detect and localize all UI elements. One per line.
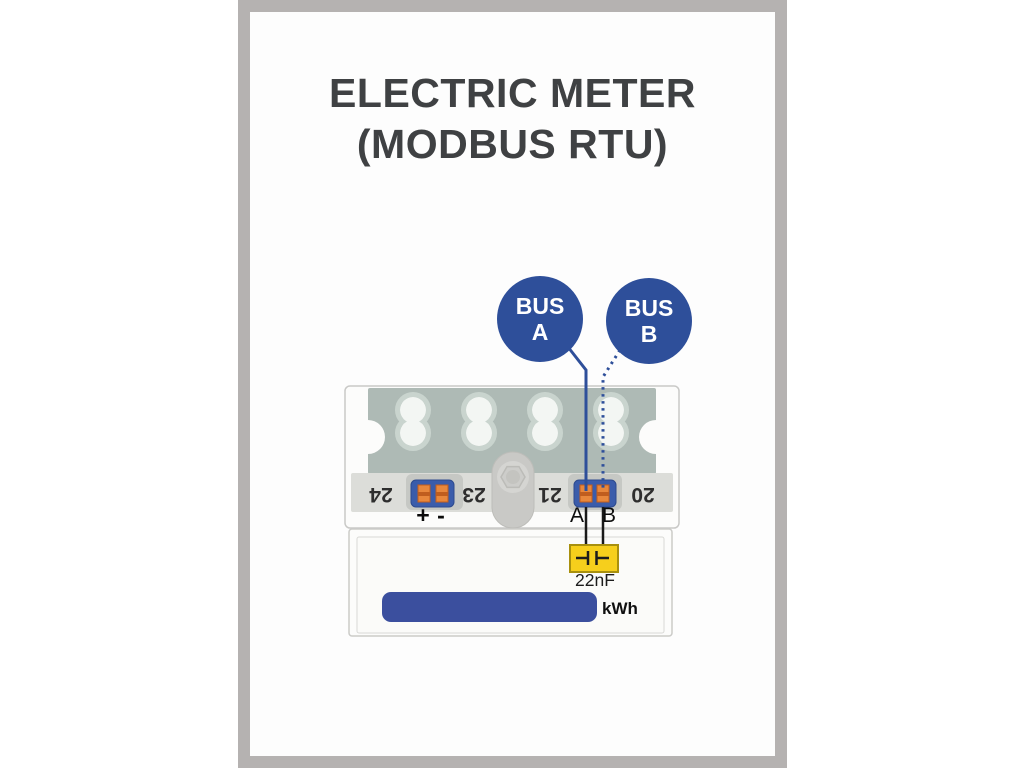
title-line-2: (MODBUS RTU) bbox=[356, 121, 669, 168]
bus-a-label-word: BUS bbox=[515, 292, 565, 319]
bus-b-label-word: BUS bbox=[624, 294, 674, 321]
terminal-panel bbox=[368, 388, 656, 474]
poster-card bbox=[238, 0, 787, 768]
capacitor-value-label: 22nF bbox=[575, 570, 615, 590]
screw-holes bbox=[400, 397, 624, 446]
bus-a-lead-line bbox=[566, 346, 588, 491]
bus-terminal-contacts bbox=[579, 484, 610, 503]
capacitor-symbol-icon bbox=[576, 551, 609, 565]
power-terminal-contacts bbox=[417, 484, 449, 503]
terminal-number-20: 20 bbox=[631, 483, 655, 506]
energy-unit-label: kWh bbox=[602, 599, 638, 618]
bus-b-badge: BUS B bbox=[606, 278, 692, 364]
capacitor-body bbox=[569, 544, 619, 573]
panel-notch-left bbox=[351, 420, 385, 454]
kwh-display-bar bbox=[382, 592, 597, 622]
page-title: ELECTRIC METER (MODBUS RTU) bbox=[250, 68, 775, 171]
bus-a-badge: BUS A bbox=[497, 276, 583, 362]
center-screw-core bbox=[506, 470, 520, 484]
rs485-a-label: A bbox=[569, 504, 584, 527]
title-line-1: ELECTRIC METER bbox=[329, 70, 696, 116]
rs485-b-label: B bbox=[601, 504, 616, 527]
bus-b-label-letter: B bbox=[640, 321, 658, 347]
polarity-minus-label: - bbox=[437, 502, 445, 528]
polarity-plus-label: + bbox=[416, 502, 430, 528]
panel-notch-right bbox=[639, 420, 673, 454]
terminal-number-23: 23 bbox=[462, 483, 486, 506]
terminal-number-24: 24 bbox=[369, 483, 393, 506]
bus-a-label-letter: A bbox=[531, 319, 549, 345]
